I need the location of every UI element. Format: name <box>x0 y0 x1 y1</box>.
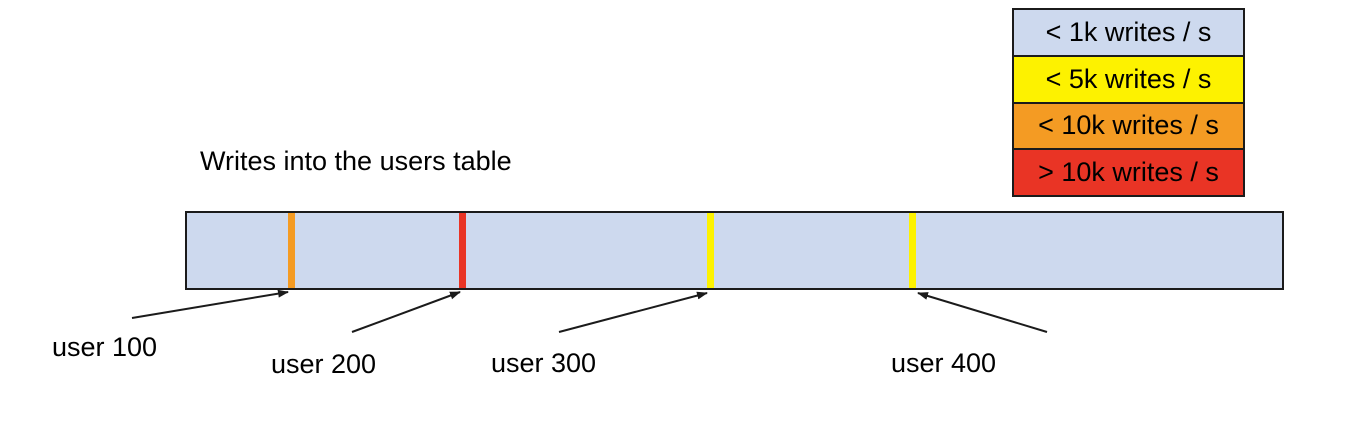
users-table-bar <box>185 211 1284 290</box>
legend-item-lt-5k: < 5k writes / s <box>1014 54 1243 102</box>
marker-user-200 <box>459 213 466 288</box>
legend-item-label: < 1k writes / s <box>1045 16 1212 47</box>
legend-item-lt-1k: < 1k writes / s <box>1014 10 1243 55</box>
label-user-300: user 300 <box>491 348 597 378</box>
legend-item-label: < 10k writes / s <box>1038 110 1219 141</box>
legend: < 1k writes / s < 5k writes / s < 10k wr… <box>1012 8 1245 197</box>
arrow-user-400 <box>917 292 1048 333</box>
label-user-100: user 100 <box>52 332 158 362</box>
marker-user-400 <box>909 213 916 288</box>
arrow-user-200 <box>351 291 461 333</box>
label-user-200: user 200 <box>271 349 377 379</box>
diagram-title: Writes into the users table <box>200 146 512 176</box>
label-user-400: user 400 <box>891 348 997 378</box>
legend-item-lt-10k: < 10k writes / s <box>1014 101 1243 149</box>
legend-item-label: > 10k writes / s <box>1038 157 1219 188</box>
marker-user-100 <box>288 213 295 288</box>
legend-item-gt-10k: > 10k writes / s <box>1014 148 1243 195</box>
legend-item-label: < 5k writes / s <box>1045 63 1212 94</box>
arrow-user-300 <box>558 291 708 333</box>
arrow-user-100 <box>131 289 289 319</box>
marker-user-300 <box>707 213 714 288</box>
